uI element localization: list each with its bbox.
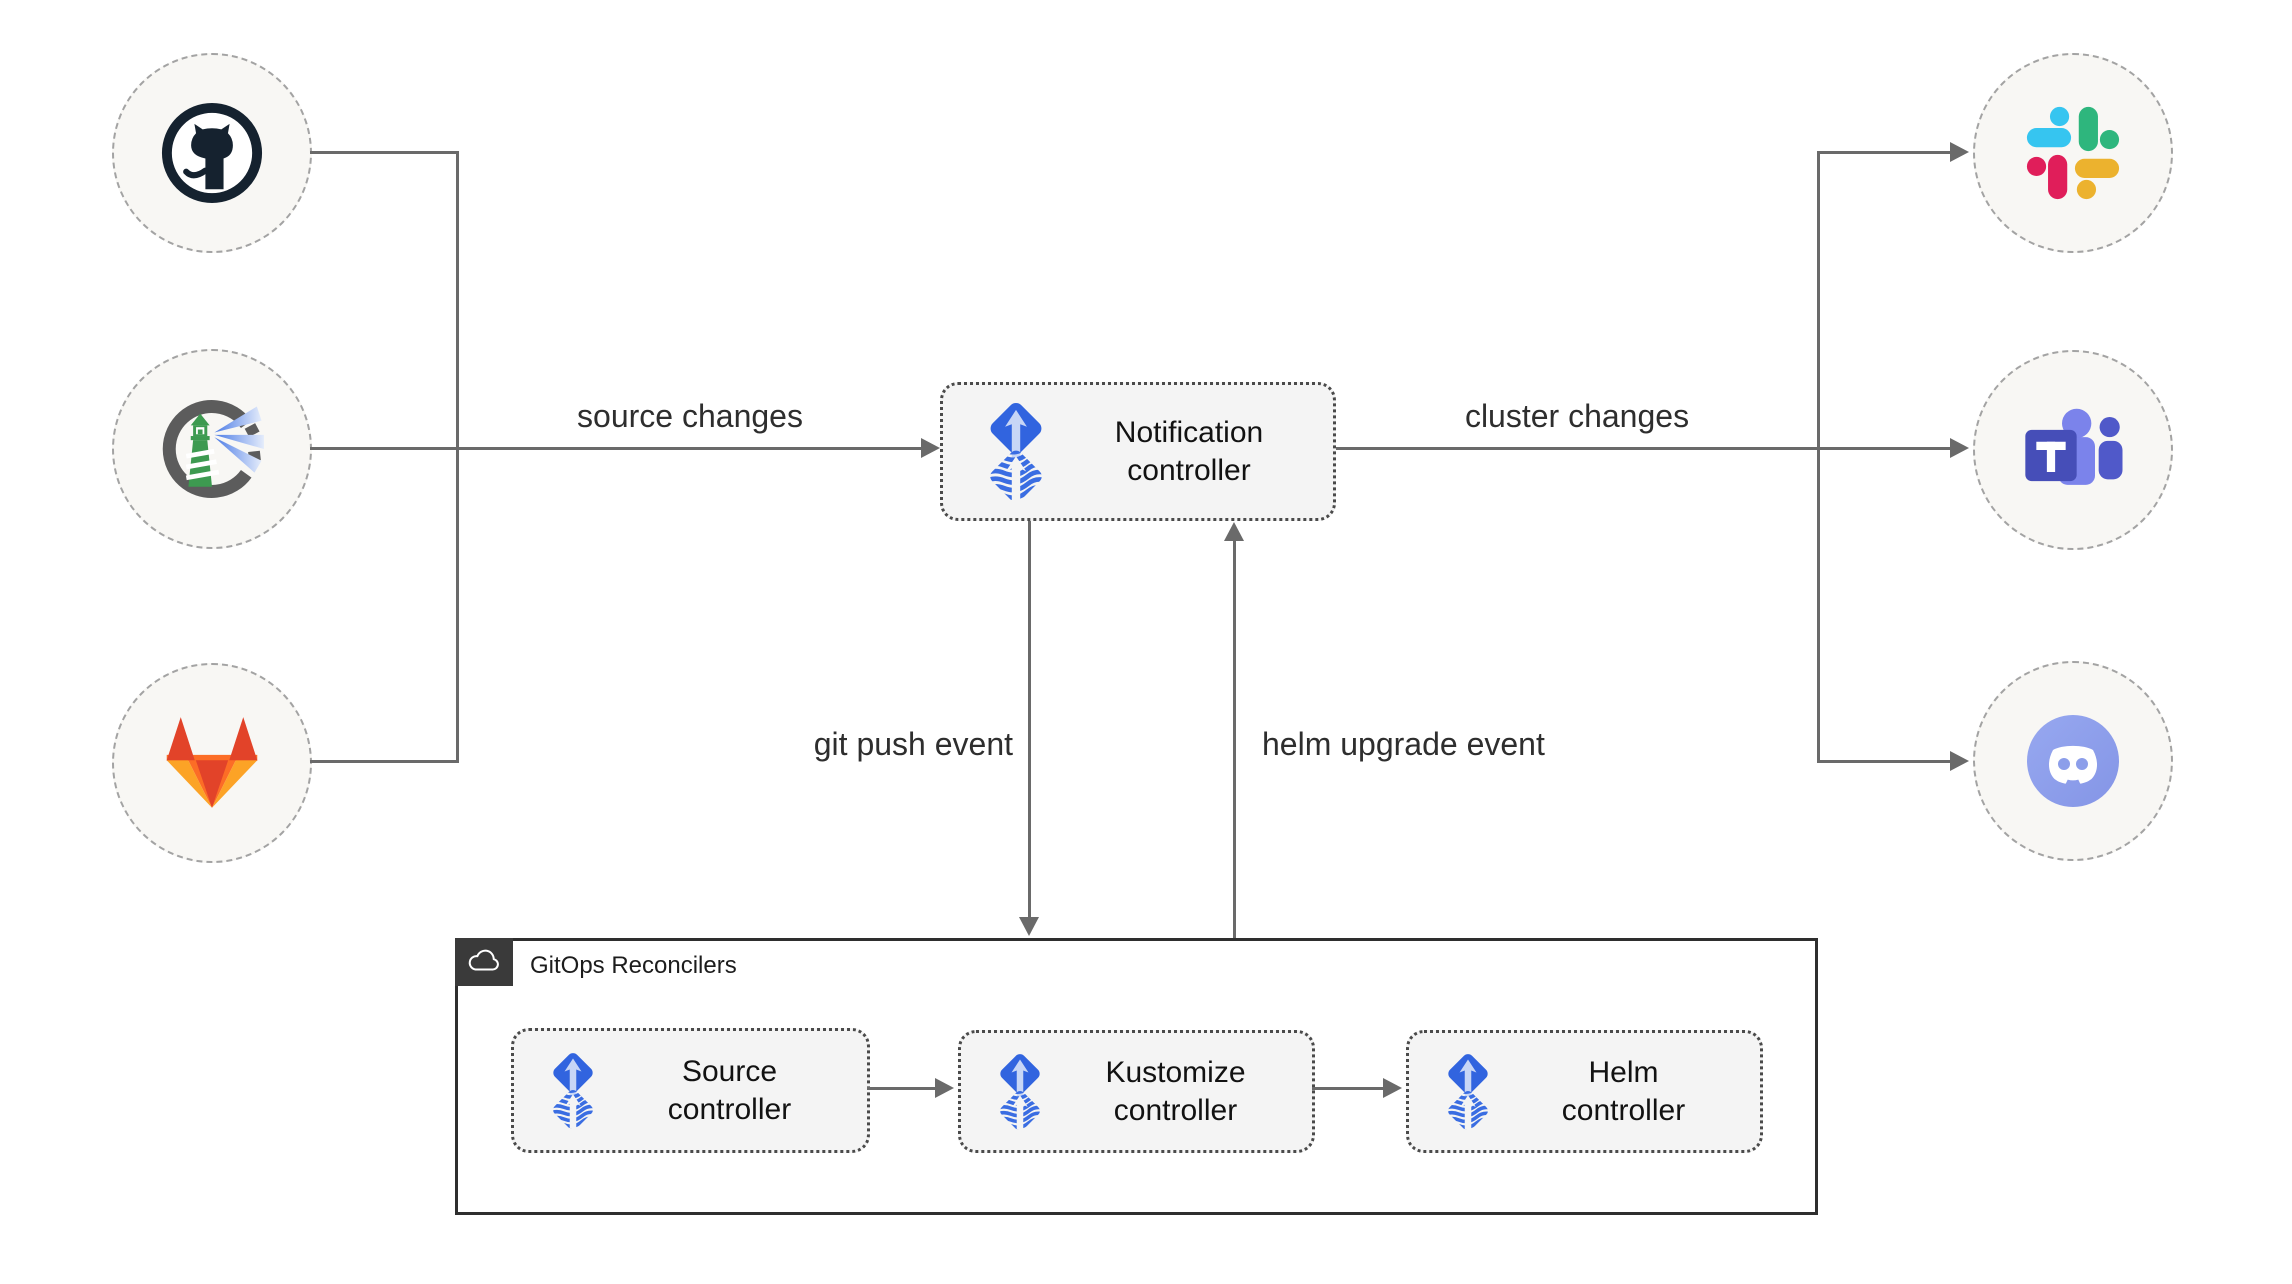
provider-node-discord <box>1973 661 2173 861</box>
discord-connector-line <box>1819 760 1951 763</box>
git-push-event-line <box>1028 521 1031 918</box>
flux-icon <box>987 1051 1053 1133</box>
edge-label-git-push-event: git push event <box>813 726 1013 762</box>
right-trunk-line <box>1817 151 1820 763</box>
teams-arrowhead <box>1950 438 1969 458</box>
ms-teams-icon <box>2018 404 2128 496</box>
provider-node-teams <box>1973 350 2173 550</box>
provider-node-slack <box>1973 53 2173 253</box>
slack-connector-line <box>1819 151 1951 154</box>
source-to-kustomize-arrowhead <box>935 1078 954 1098</box>
github-icon <box>157 98 267 208</box>
source-node-github <box>112 53 312 253</box>
source-controller-node: Source controller <box>511 1028 870 1153</box>
source-to-kustomize-line <box>867 1087 937 1090</box>
helm-upgrade-arrowhead <box>1224 522 1244 541</box>
source-changes-line <box>458 447 922 450</box>
source-node-harbor <box>112 349 312 549</box>
discord-arrowhead <box>1950 751 1969 771</box>
git-push-arrowhead <box>1019 917 1039 936</box>
group-corner-tab <box>455 938 513 986</box>
harbor-lighthouse-icon <box>153 390 271 508</box>
gitlab-icon <box>158 715 266 812</box>
kustomize-controller-node: Kustomize controller <box>958 1030 1315 1153</box>
helm-upgrade-event-line <box>1233 541 1236 938</box>
edge-label-source-changes: source changes <box>577 398 803 434</box>
source-changes-arrowhead <box>921 438 940 458</box>
slack-icon <box>2025 105 2121 201</box>
gitops-reconcilers-label: GitOps Reconcilers <box>530 952 737 979</box>
flux-icon <box>540 1050 606 1132</box>
edge-label-cluster-changes: cluster changes <box>1464 398 1690 434</box>
cluster-changes-line <box>1336 447 1818 450</box>
teams-connector-line <box>1819 447 1951 450</box>
cloud-icon <box>464 948 504 976</box>
kustomize-controller-label: Kustomize controller <box>1105 1056 1246 1127</box>
helm-controller-label: Helm controller <box>1561 1056 1686 1127</box>
kustomize-to-helm-arrowhead <box>1383 1078 1402 1098</box>
gitops-reconcilers-group: GitOps Reconcilers Source controller Kus… <box>455 938 1818 1215</box>
kustomize-to-helm-line <box>1312 1087 1385 1090</box>
edge-label-helm-upgrade-event: helm upgrade event <box>1262 726 1545 762</box>
notification-controller-node: Notification controller <box>940 382 1336 521</box>
source-node-gitlab <box>112 663 312 863</box>
flux-icon <box>1435 1051 1501 1133</box>
notification-controller-label: Notification controller <box>1114 416 1264 487</box>
helm-controller-node: Helm controller <box>1406 1030 1763 1153</box>
github-connector-line <box>310 151 458 154</box>
left-trunk-line <box>456 151 459 763</box>
slack-arrowhead <box>1950 142 1969 162</box>
source-controller-label: Source controller <box>667 1055 792 1126</box>
gitlab-connector-line <box>310 760 458 763</box>
discord-icon <box>2023 711 2123 811</box>
harbor-connector-line <box>310 447 458 450</box>
flux-icon <box>973 399 1059 505</box>
